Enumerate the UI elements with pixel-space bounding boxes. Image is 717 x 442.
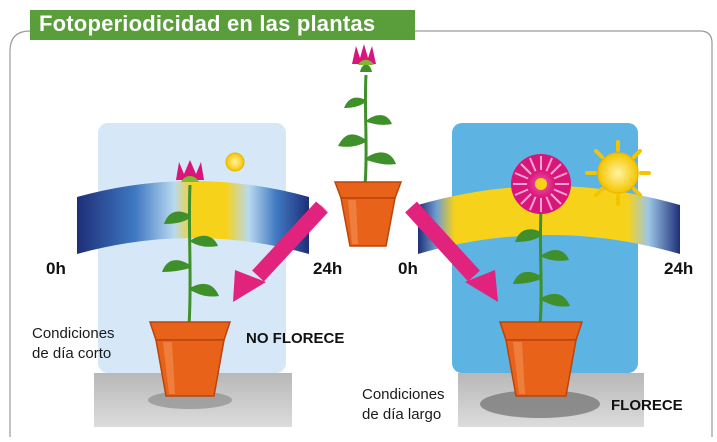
short-day-band: [77, 181, 309, 254]
long-day-conditions-line1: Condiciones: [362, 386, 445, 403]
long-day-panel: [452, 123, 638, 373]
frame-border: [415, 30, 713, 437]
long-day-plant: [498, 154, 584, 397]
arrow-to-long-day: [405, 201, 498, 302]
small-sun-icon: [225, 152, 245, 172]
title-banner: [30, 10, 415, 40]
long-day-band: [418, 186, 680, 254]
flower-icon: [511, 154, 571, 214]
short-day-plant: [148, 160, 232, 397]
short-day-end-label: 24h: [313, 259, 343, 278]
long-day-start-label: 0h: [398, 259, 418, 278]
frame-border-left: [9, 30, 31, 437]
page-title: Fotoperiodicidad en las plantas: [39, 11, 376, 36]
initial-plant: [333, 44, 403, 247]
short-day-conditions-line2: de día corto: [32, 345, 112, 362]
short-day-conditions-line1: Condiciones: [32, 325, 115, 342]
arrow-to-short-day: [233, 201, 330, 302]
sun-icon: [585, 140, 651, 206]
long-day-conditions-line2: de día largo: [362, 406, 442, 423]
short-day-result: NO FLORECE: [246, 330, 345, 347]
long-day-result: FLORECE: [611, 397, 683, 414]
short-day-start-label: 0h: [46, 259, 66, 278]
long-day-end-label: 24h: [664, 259, 694, 278]
